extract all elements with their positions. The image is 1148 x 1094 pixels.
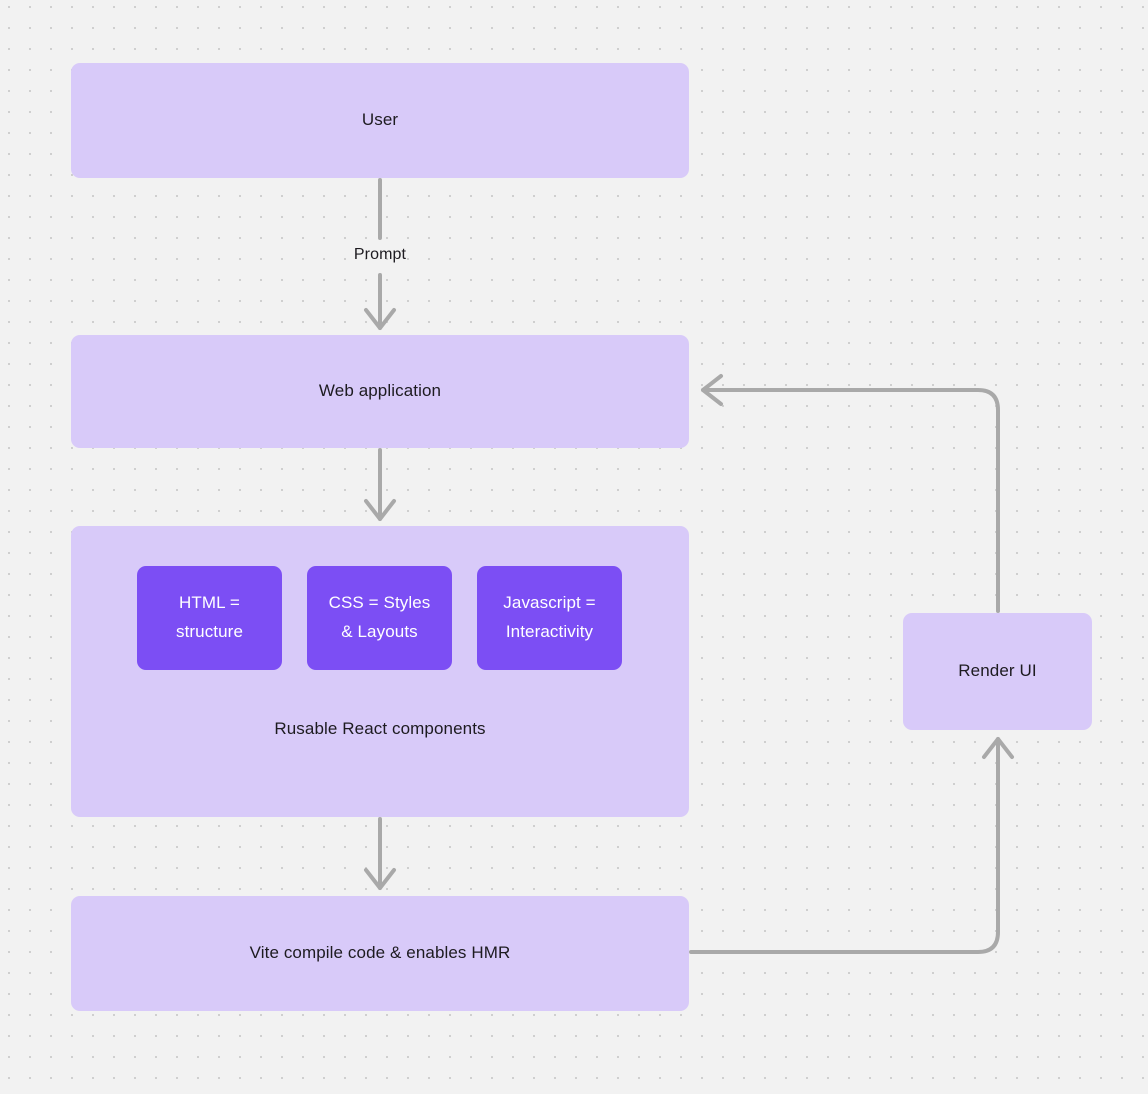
- arrowhead-down-components: [364, 499, 396, 521]
- subnode-html-label: HTML = structure: [176, 589, 243, 646]
- subnode-javascript-label: Javascript = Interactivity: [503, 589, 595, 646]
- edge-vite-to-render: [689, 737, 1000, 954]
- node-user[interactable]: User: [71, 63, 689, 178]
- subnode-css-line2: & Layouts: [341, 622, 418, 641]
- node-react-components-caption: Rusable React components: [274, 719, 486, 738]
- node-vite[interactable]: Vite compile code & enables HMR: [71, 896, 689, 1011]
- subnode-html-line2: structure: [175, 622, 244, 641]
- subnode-css-label: CSS = Styles & Layouts: [329, 589, 431, 646]
- node-vite-label: Vite compile code & enables HMR: [249, 943, 511, 963]
- subnode-html-line1: HTML =: [179, 593, 240, 613]
- arrowhead-left-webapp: [701, 374, 723, 406]
- subnode-html[interactable]: HTML = structure: [137, 566, 282, 670]
- arrowhead-down-vite: [364, 868, 396, 890]
- node-web-application[interactable]: Web application: [71, 335, 689, 448]
- edge-render-to-webapp: [701, 388, 1000, 613]
- node-render-ui[interactable]: Render UI: [903, 613, 1092, 730]
- node-web-application-label: Web application: [318, 381, 442, 401]
- subnode-javascript-line2: Interactivity: [505, 622, 594, 641]
- edge-label-prompt: Prompt: [353, 246, 407, 263]
- arrowhead-down-webapp: [364, 308, 396, 330]
- arrowhead-up-render: [982, 737, 1014, 759]
- node-user-label: User: [361, 110, 399, 130]
- subnode-javascript-line1: Javascript =: [503, 593, 596, 613]
- node-render-ui-label: Render UI: [958, 661, 1037, 681]
- subnode-css[interactable]: CSS = Styles & Layouts: [307, 566, 452, 670]
- subnode-css-line1: CSS = Styles: [328, 593, 431, 613]
- subnode-javascript[interactable]: Javascript = Interactivity: [477, 566, 622, 670]
